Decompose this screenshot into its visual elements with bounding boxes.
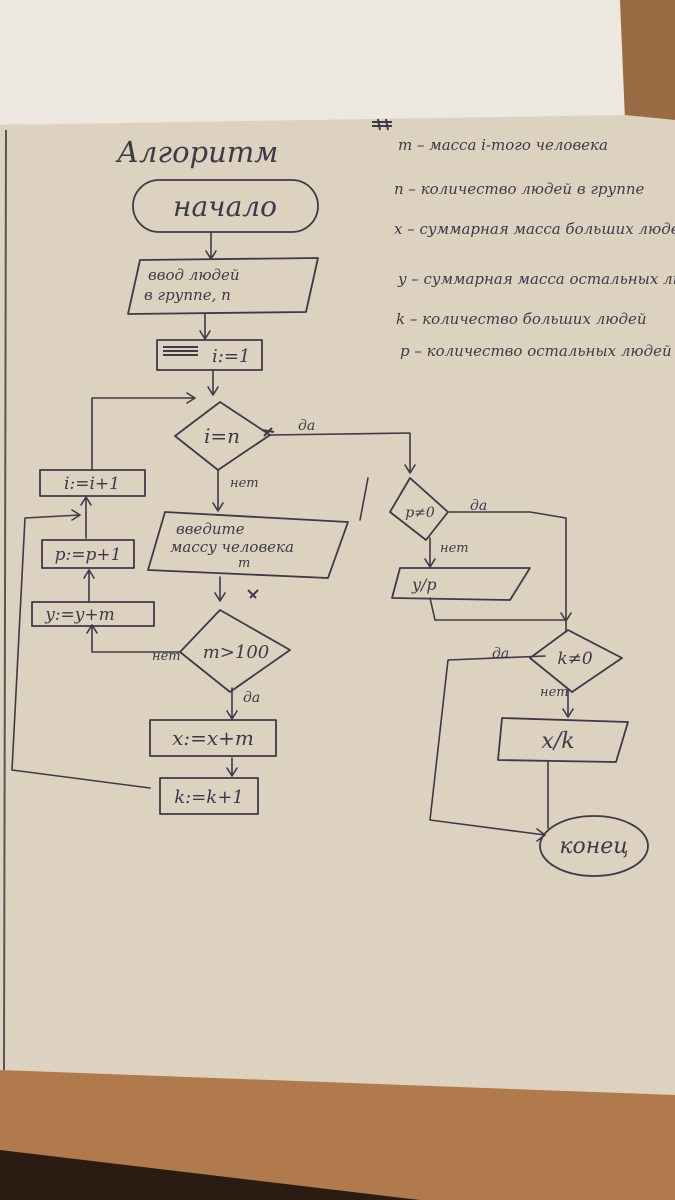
inc-p-process xyxy=(41,539,135,569)
arrowhead xyxy=(424,558,436,568)
node-labels: начало ввод людей в группе, n i:=1 i=n i… xyxy=(44,190,628,859)
input-n-label: ввод людей xyxy=(148,266,240,284)
arrowhead xyxy=(80,496,92,506)
input-m-parallelogram xyxy=(147,511,349,579)
output-xk-label: x/k xyxy=(541,729,574,754)
arrowhead xyxy=(71,509,81,521)
input-m-label: m xyxy=(238,556,250,571)
output-yp-parallelogram xyxy=(391,567,531,601)
back-sheet xyxy=(0,0,625,125)
inc-i-label: i:=i+1 xyxy=(64,474,120,494)
input-m-label: массу человека xyxy=(170,538,294,556)
edge-labels: да нет нет да да нет да нет xyxy=(152,418,569,706)
legend-item: m – масса i-того человека xyxy=(398,136,608,154)
yes-label: да xyxy=(298,418,315,434)
crossed-out-mark xyxy=(163,346,198,356)
cond-p-decision xyxy=(389,477,449,541)
paper-edge-line xyxy=(3,129,7,1071)
arrowhead xyxy=(536,828,546,842)
edge-k-loop xyxy=(11,514,151,789)
start-label: начало xyxy=(173,190,277,223)
edge-cond-i-yes xyxy=(269,432,411,473)
cond-k-label: k≠0 xyxy=(557,649,593,669)
inc-k-label: k:=k+1 xyxy=(174,787,244,808)
wood-corner-top xyxy=(610,0,675,120)
arrowhead xyxy=(207,386,219,396)
no-label: нет xyxy=(440,541,469,556)
flowchart-shapes xyxy=(31,179,649,877)
legend-item: p – количество остальных людей xyxy=(400,342,672,360)
add-x-process xyxy=(149,719,277,757)
add-y-label: y:=y+m xyxy=(44,605,115,625)
output-xk-parallelogram xyxy=(497,717,629,763)
edge-cond-p-yes xyxy=(447,511,567,621)
mark-stroke xyxy=(359,477,369,521)
legend-item: k – количество больших людей xyxy=(396,310,647,328)
scribbles xyxy=(163,118,392,599)
input-m-label: введите xyxy=(176,520,245,538)
edge-inc-i-loop xyxy=(91,397,196,471)
no-label: нет xyxy=(230,476,259,491)
add-x-label: x:=x+m xyxy=(172,726,254,750)
edge-cond-m-no xyxy=(91,624,181,653)
arrowhead xyxy=(199,330,211,340)
arrowhead xyxy=(560,612,572,622)
algorithm-title: Алгоритм xyxy=(115,135,278,169)
cond-m-label: m>100 xyxy=(203,642,270,663)
end-label: конец xyxy=(559,834,628,859)
edge-cond-k-yes xyxy=(429,655,546,836)
start-terminator xyxy=(132,179,319,233)
input-n-parallelogram xyxy=(127,257,319,315)
arrowhead xyxy=(214,592,226,602)
arrowhead xyxy=(83,569,95,579)
yes-label: да xyxy=(243,690,260,706)
init-i-process xyxy=(156,339,263,371)
inc-i-process xyxy=(39,469,146,497)
arrowhead xyxy=(186,392,196,404)
no-label: нет xyxy=(152,649,181,664)
crossed-out-mark xyxy=(372,118,392,131)
inc-p-label: p:=p+1 xyxy=(55,545,122,565)
cond-k-decision xyxy=(529,629,623,693)
paper-sheet xyxy=(0,115,675,1095)
yes-label: да xyxy=(470,498,487,514)
connectors xyxy=(11,232,569,836)
output-yp-label: y/p xyxy=(411,575,437,594)
crossed-out-mark xyxy=(247,589,259,599)
end-terminator xyxy=(539,815,649,877)
no-label: нет xyxy=(540,685,569,700)
cond-i-decision xyxy=(174,401,271,471)
arrowhead xyxy=(226,767,238,777)
wood-table-bottom xyxy=(0,1060,675,1200)
arrowhead xyxy=(212,502,224,512)
cond-p-label: p≠0 xyxy=(405,505,435,521)
cond-i-label: i=n xyxy=(204,424,240,448)
variable-legend: m – масса i-того человека n – количество… xyxy=(394,136,675,360)
crossed-out-mark xyxy=(261,427,275,437)
legend-item: n – количество людей в группе xyxy=(394,180,645,198)
arrowhead xyxy=(226,710,238,720)
arrowhead xyxy=(404,464,416,474)
init-i-label: i:=1 xyxy=(212,346,250,367)
cond-m-decision xyxy=(179,609,291,693)
yes-label: да xyxy=(492,646,509,662)
input-n-label: в группе, n xyxy=(144,286,231,304)
arrowhead xyxy=(562,708,574,718)
edge-out-yp-join xyxy=(429,597,567,621)
inc-k-process xyxy=(159,777,259,815)
arrowhead xyxy=(86,624,98,634)
add-y-process xyxy=(31,601,155,627)
legend-item: y – суммарная масса остальных людей xyxy=(397,270,675,288)
legend-item: x – суммарная масса больших людей xyxy=(394,220,675,238)
